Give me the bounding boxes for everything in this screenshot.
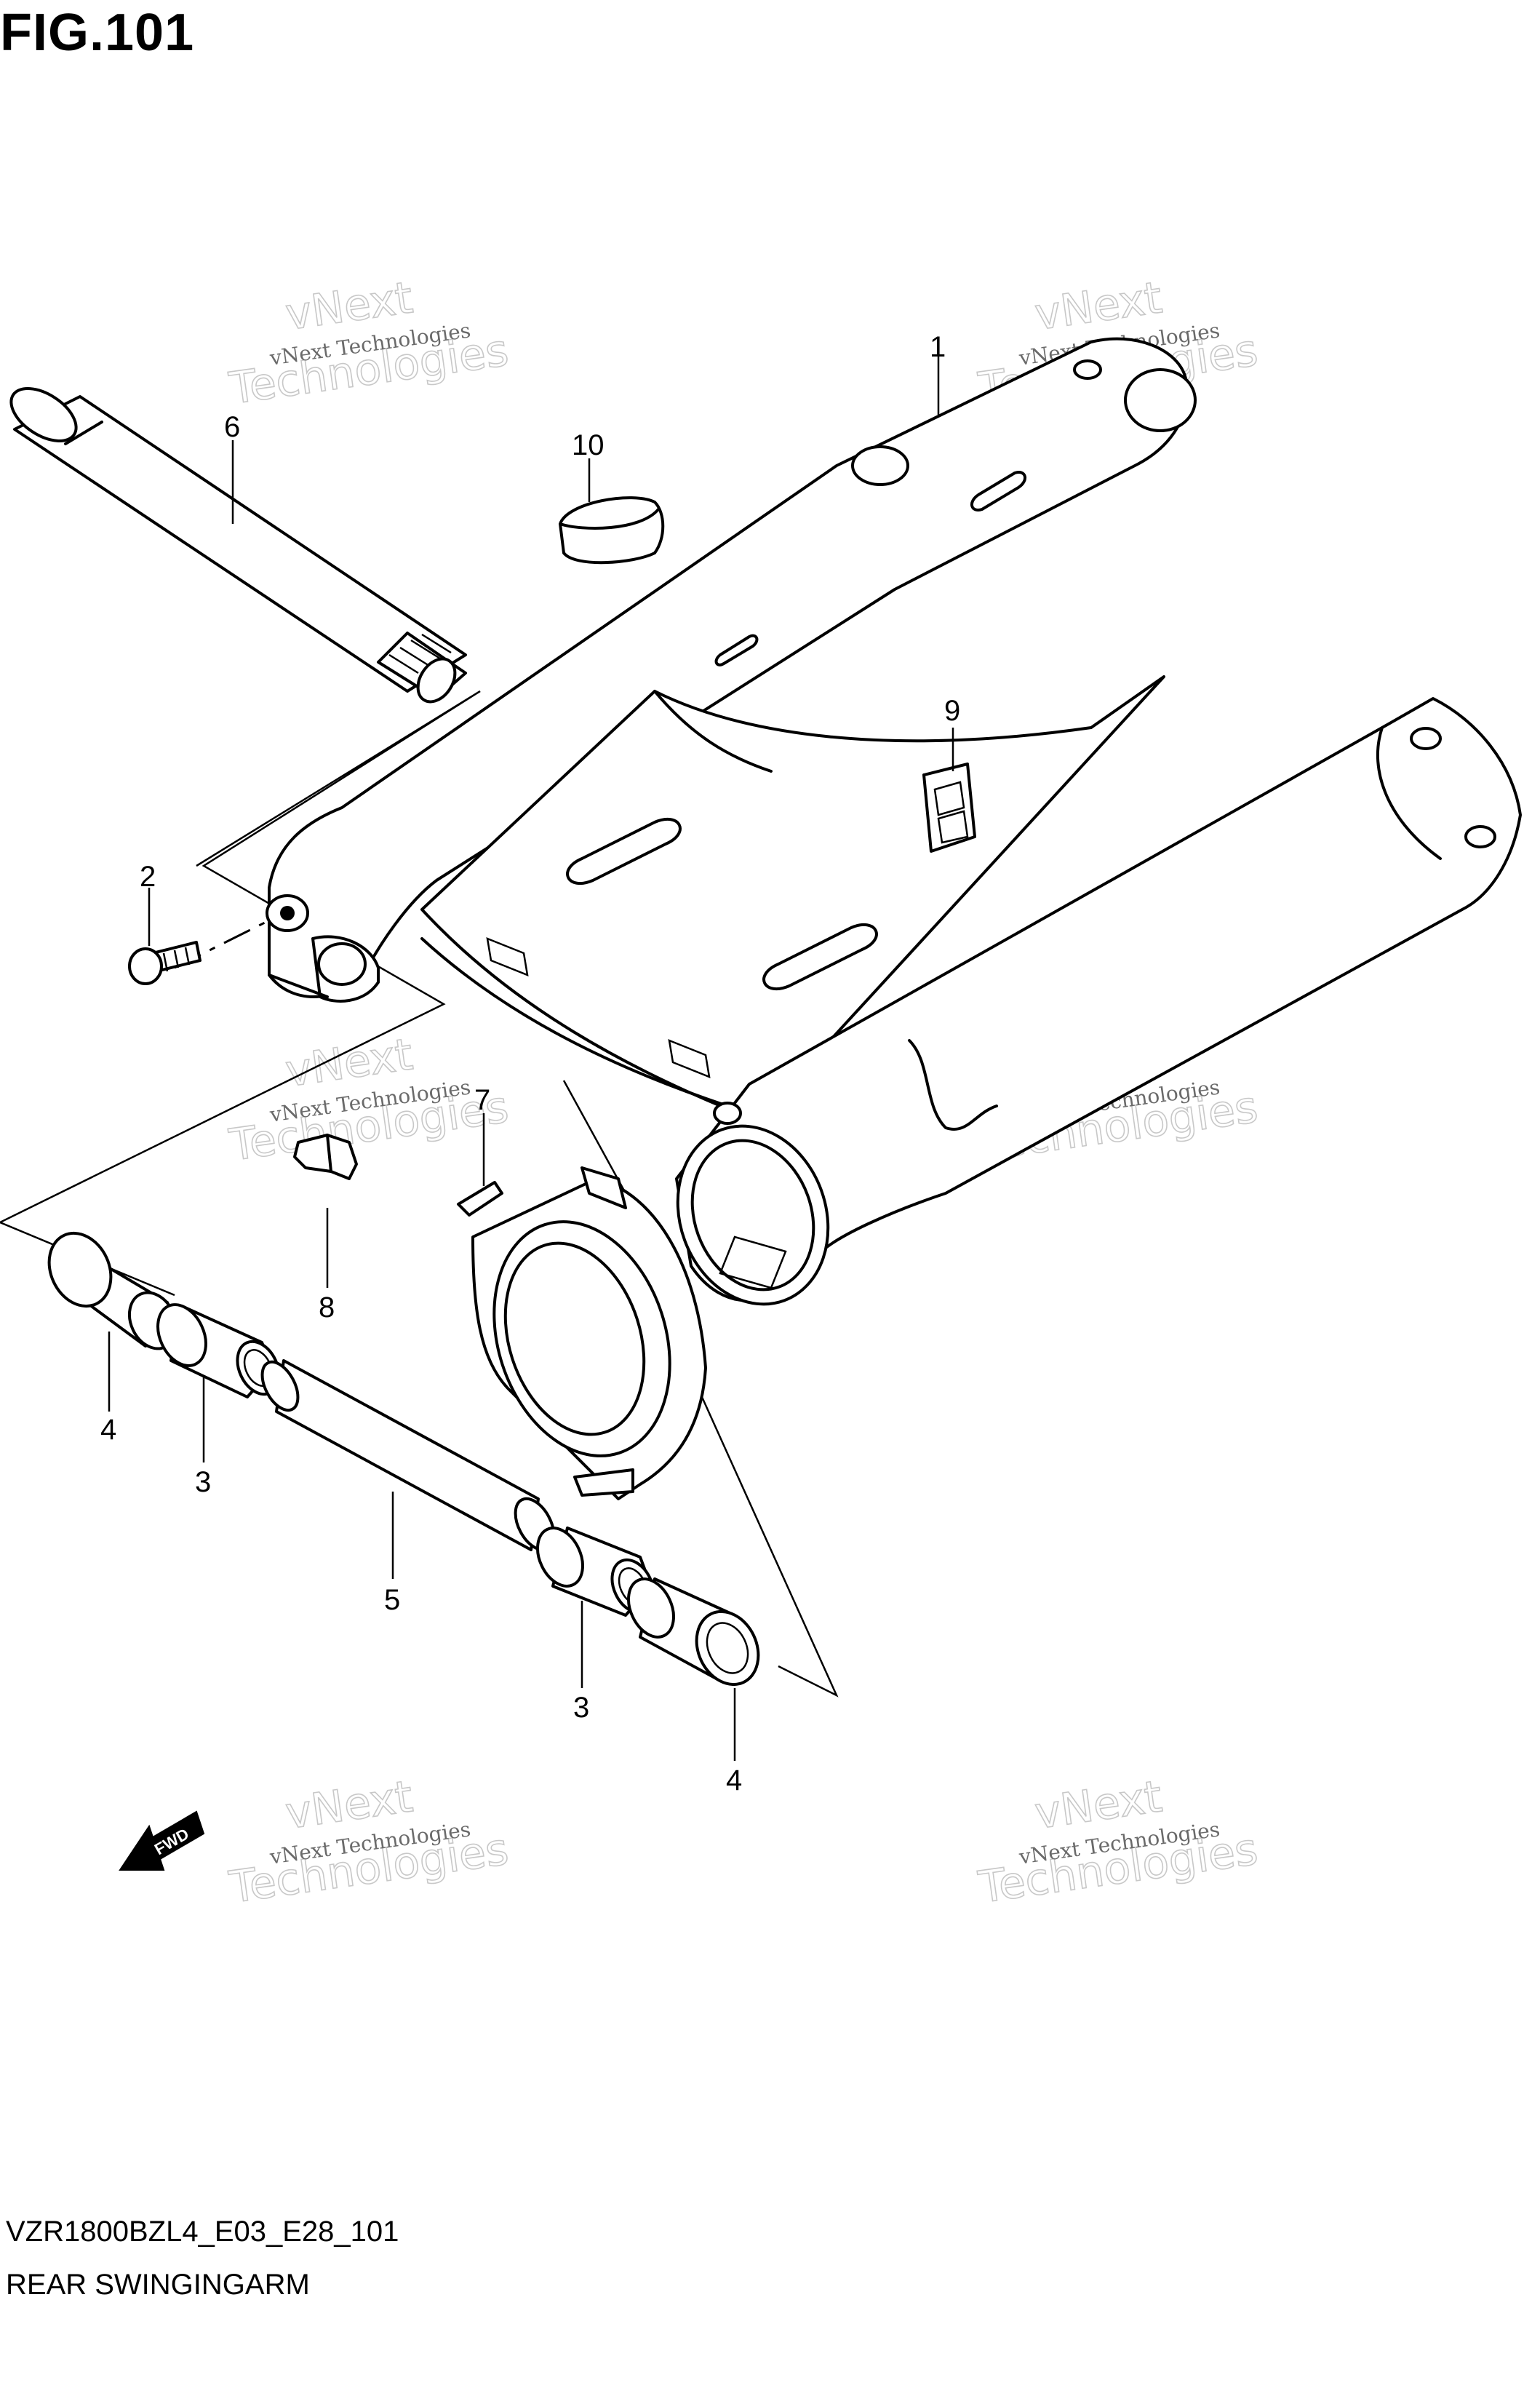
callout-10: 10	[572, 429, 605, 461]
part-6-pivot-shaft	[9, 387, 467, 704]
part-4-bushing-right	[627, 1577, 760, 1687]
part-5-spacer	[260, 1359, 556, 1552]
figure-name: REAR SWINGINGARM	[6, 2269, 310, 2301]
part-2-bolt	[128, 941, 202, 985]
callout-1: 1	[930, 331, 946, 363]
callout-9: 9	[944, 695, 960, 727]
callout-2: 2	[140, 861, 156, 893]
watermark-top-left: vNext Technologies vNext Technologies	[226, 271, 512, 415]
part-10-cap	[559, 496, 665, 565]
callout-3: 3	[573, 1692, 589, 1724]
callout-8: 8	[319, 1291, 335, 1324]
callout-3: 3	[195, 1466, 211, 1498]
callout-7: 7	[474, 1084, 490, 1116]
callout-6: 6	[224, 411, 240, 443]
callout-5: 5	[384, 1584, 400, 1616]
part-1-swingarm	[266, 337, 1522, 1306]
part-9-rubber	[922, 763, 976, 853]
callout-4: 4	[726, 1764, 742, 1796]
figure-code: VZR1800BZL4_E03_E28_101	[6, 2216, 399, 2248]
part-7-seal	[457, 1166, 707, 1500]
figure-title: FIG.101	[0, 4, 195, 62]
leader-lines	[108, 357, 954, 1761]
watermark-bottom-right: vNext Technologies vNext Technologies	[975, 1770, 1261, 1914]
callout-4: 4	[100, 1414, 116, 1446]
part-8-bracket	[293, 1134, 358, 1180]
fwd-arrow-icon: FWD	[119, 1810, 205, 1871]
watermark-bottom-left: vNext Technologies vNext Technologies	[226, 1770, 512, 1914]
